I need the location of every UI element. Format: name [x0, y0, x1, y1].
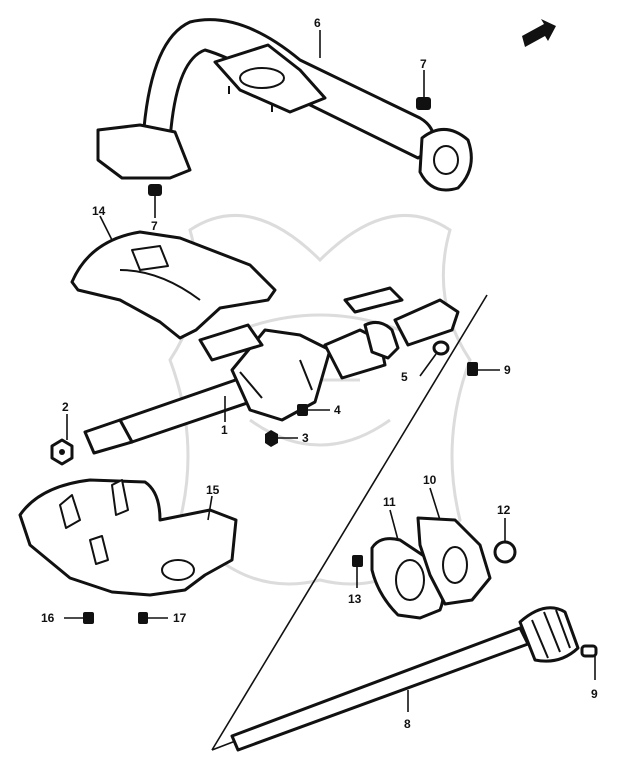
callout-7-lower: 7 — [151, 219, 158, 233]
bolt-13 — [352, 555, 363, 588]
callout-9-lower: 9 — [591, 687, 598, 701]
callout-5: 5 — [401, 370, 408, 384]
screw-16 — [64, 612, 94, 624]
screw-17 — [138, 612, 168, 624]
lower-column-cover-part — [18, 478, 238, 597]
steering-column-part — [83, 286, 460, 455]
callout-13: 13 — [348, 592, 362, 606]
callout-8: 8 — [404, 717, 411, 731]
bolt-9-lower — [580, 644, 598, 680]
callout-2: 2 — [62, 400, 69, 414]
callout-1: 1 — [221, 423, 228, 437]
callout-10: 10 — [423, 473, 437, 487]
callout-16: 16 — [41, 611, 55, 625]
callout-17: 17 — [173, 611, 187, 625]
bolt-7-lower — [148, 184, 162, 218]
upper-column-cover-part — [70, 230, 277, 340]
callout-11: 11 — [383, 495, 396, 509]
callout-3: 3 — [302, 431, 309, 445]
callout-9-upper: 9 — [504, 363, 511, 377]
bushing-part — [493, 518, 517, 564]
direction-arrow-icon — [522, 19, 556, 47]
callout-4: 4 — [334, 403, 341, 417]
bolt-4 — [297, 404, 330, 416]
nut-part — [50, 414, 74, 466]
intermediate-shaft-part — [230, 606, 580, 752]
callout-leaders — [99, 30, 321, 521]
callout-labels: 6 7 7 14 1 2 3 4 5 9 15 16 17 11 10 12 1… — [41, 16, 598, 731]
bolt-7-upper — [416, 70, 431, 110]
callout-15: 15 — [206, 483, 220, 497]
support-bracket-part — [96, 18, 473, 192]
callout-14: 14 — [92, 204, 106, 218]
bolt-9-upper — [467, 362, 500, 376]
callout-12: 12 — [497, 503, 511, 517]
callout-6: 6 — [314, 16, 321, 30]
washer-5 — [419, 340, 450, 377]
cover-plate-part — [416, 487, 492, 606]
callout-7-upper: 7 — [420, 57, 427, 71]
nut-3 — [265, 430, 298, 447]
